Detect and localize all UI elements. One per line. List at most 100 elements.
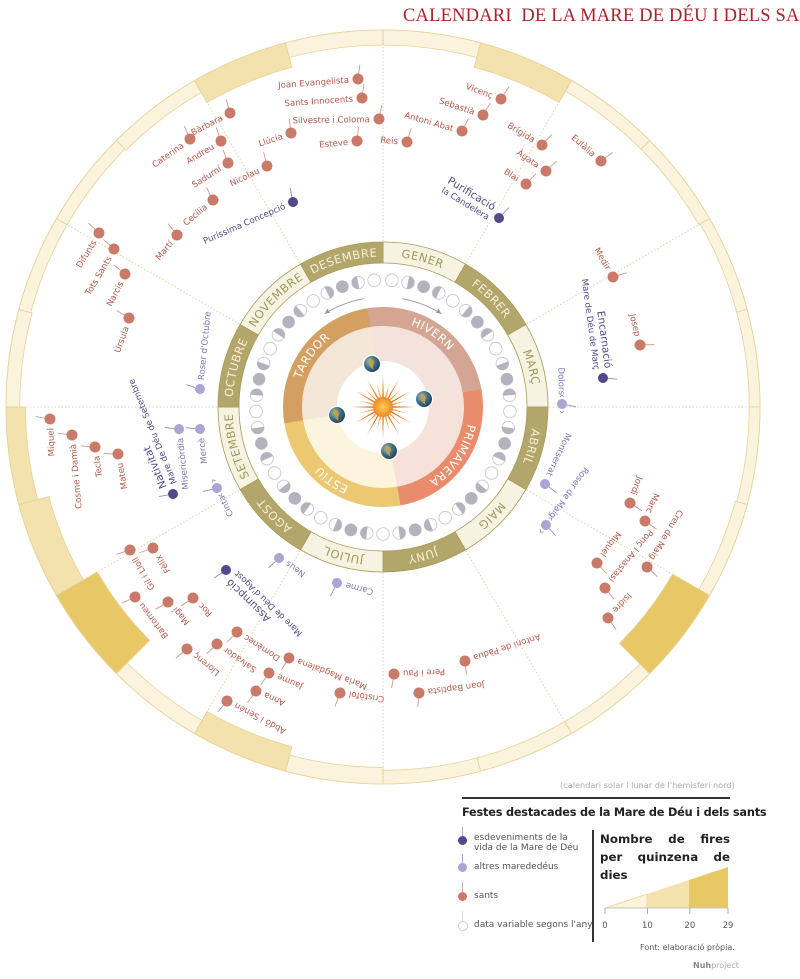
stem-icon xyxy=(175,651,184,659)
stem-icon xyxy=(225,99,230,109)
event-saint[interactable]: Joan Baptista xyxy=(413,679,487,708)
stem-icon xyxy=(607,591,615,600)
moon-icon xyxy=(408,523,422,537)
event-saint[interactable]: Vicenç xyxy=(464,73,511,107)
event-label: Difunts xyxy=(75,238,100,270)
stem-icon xyxy=(334,697,339,707)
season-segment xyxy=(283,308,371,424)
season-area xyxy=(390,392,464,487)
moon-icon xyxy=(249,388,264,402)
event-label: Gil i Lloll xyxy=(131,555,158,592)
month-label-10: NOVEMBRE xyxy=(246,270,306,330)
moon-icon xyxy=(360,526,374,540)
stem-icon xyxy=(462,854,463,864)
event-saint[interactable]: Antoni de Pàdua xyxy=(458,631,545,676)
event-saint[interactable]: Joan Evangelista xyxy=(276,64,364,92)
event-other[interactable]: Carme xyxy=(329,576,375,606)
fortnight-band xyxy=(382,29,482,58)
event-saint[interactable]: Llúcia xyxy=(254,118,298,150)
event-saint[interactable]: Àgata xyxy=(514,140,558,179)
season-segment xyxy=(284,420,401,507)
saint-dot-icon xyxy=(187,592,199,604)
event-saint[interactable]: Esteve xyxy=(318,126,363,151)
saint-dot-icon xyxy=(388,668,400,680)
stem-icon xyxy=(113,264,122,272)
event-saint[interactable]: Tecla xyxy=(80,441,105,480)
divider-line xyxy=(462,797,730,799)
event-other[interactable]: Roser de Maig xyxy=(536,465,598,541)
event-saint[interactable]: Miquel xyxy=(35,413,58,457)
event-saint[interactable]: Martí xyxy=(146,222,185,263)
event-saint[interactable]: Brígida xyxy=(505,113,554,153)
event-label: Anna xyxy=(263,689,287,707)
event-saint[interactable]: Ponç i Anastasi xyxy=(597,527,663,601)
event-label: Carme xyxy=(345,579,375,596)
event-saint[interactable]: Isidre xyxy=(600,590,641,631)
event-saint[interactable]: Bàrbara xyxy=(185,98,237,138)
event-saint[interactable]: Reis xyxy=(380,126,414,149)
event-label: Fèlix xyxy=(153,553,173,575)
other-dot-icon xyxy=(557,399,567,409)
page-title: CALENDARI DE LA MARE DE DÉU I DELS SANTS xyxy=(403,6,800,26)
stem-icon xyxy=(35,416,46,419)
moon-icon xyxy=(501,420,516,435)
earth-icon xyxy=(415,390,433,408)
event-saint[interactable]: Úrsula xyxy=(104,308,137,354)
moon-icon xyxy=(423,518,438,532)
mary-dot-icon xyxy=(458,836,467,845)
event-saint[interactable]: Cristòfol xyxy=(332,686,385,713)
event-saint[interactable]: Cosme i Damià xyxy=(57,429,85,510)
variable-date-icon xyxy=(559,394,565,414)
event-label: Pere i Pau xyxy=(403,666,446,678)
stem-icon xyxy=(462,911,463,921)
stem-icon xyxy=(362,83,365,94)
saint-dot-icon xyxy=(221,695,233,707)
month-spoke xyxy=(60,220,240,325)
event-saint[interactable]: Cecília xyxy=(175,186,221,229)
event-other[interactable]: Mercè xyxy=(185,423,211,465)
stem-icon xyxy=(391,678,394,689)
fortnight-band xyxy=(55,139,126,226)
sun-icon xyxy=(351,375,415,439)
month-segment xyxy=(299,241,384,283)
stem-icon xyxy=(645,344,655,346)
event-label: Cinta xyxy=(217,493,236,518)
fortnight-band xyxy=(736,308,761,408)
event-label: Vicenç xyxy=(464,82,494,102)
saint-dot-icon xyxy=(459,655,471,667)
event-label: Sants Innocents xyxy=(284,95,354,110)
saint-dot-icon xyxy=(624,497,636,509)
saint-dot-icon xyxy=(147,542,159,554)
event-other[interactable]: Cinta xyxy=(200,477,236,522)
event-saint[interactable]: Sants Innocents xyxy=(283,83,368,110)
saint-dot-icon xyxy=(231,626,243,638)
event-label: Úrsula xyxy=(111,325,131,355)
event-saint[interactable]: Eulàlia xyxy=(569,126,615,170)
event-label: Mercè xyxy=(196,437,210,464)
stem-icon xyxy=(164,427,174,429)
event-saint[interactable]: Josep xyxy=(626,310,655,352)
mary-dot-icon xyxy=(494,213,504,223)
fairs-tick-label: 10 xyxy=(642,921,653,931)
fortnight-band xyxy=(18,496,84,597)
event-other[interactable]: Dolors xyxy=(555,367,577,414)
mary-dot-icon xyxy=(221,565,231,575)
event-other[interactable]: Roser d'Octubre xyxy=(186,310,214,395)
event-saint[interactable]: Silvestre i Coloma xyxy=(292,104,385,126)
event-saint[interactable]: Mateu xyxy=(103,448,130,492)
month-spoke xyxy=(526,489,706,594)
event-label: Silvestre i Coloma xyxy=(292,115,370,126)
saint-dot-icon xyxy=(119,268,131,280)
saint-dot-icon xyxy=(356,92,368,104)
event-saint[interactable]: Medir xyxy=(592,241,628,284)
stem-icon xyxy=(215,127,220,137)
event-saint[interactable]: Marc xyxy=(637,491,669,531)
event-saint[interactable]: Nicolau xyxy=(224,151,274,189)
stem-icon xyxy=(180,600,190,607)
event-saint[interactable]: Pere i Pau xyxy=(388,666,446,689)
event-other[interactable]: Neus xyxy=(267,550,308,587)
fairs-tick-label: 20 xyxy=(684,921,695,931)
event-label: Josep xyxy=(626,312,641,338)
